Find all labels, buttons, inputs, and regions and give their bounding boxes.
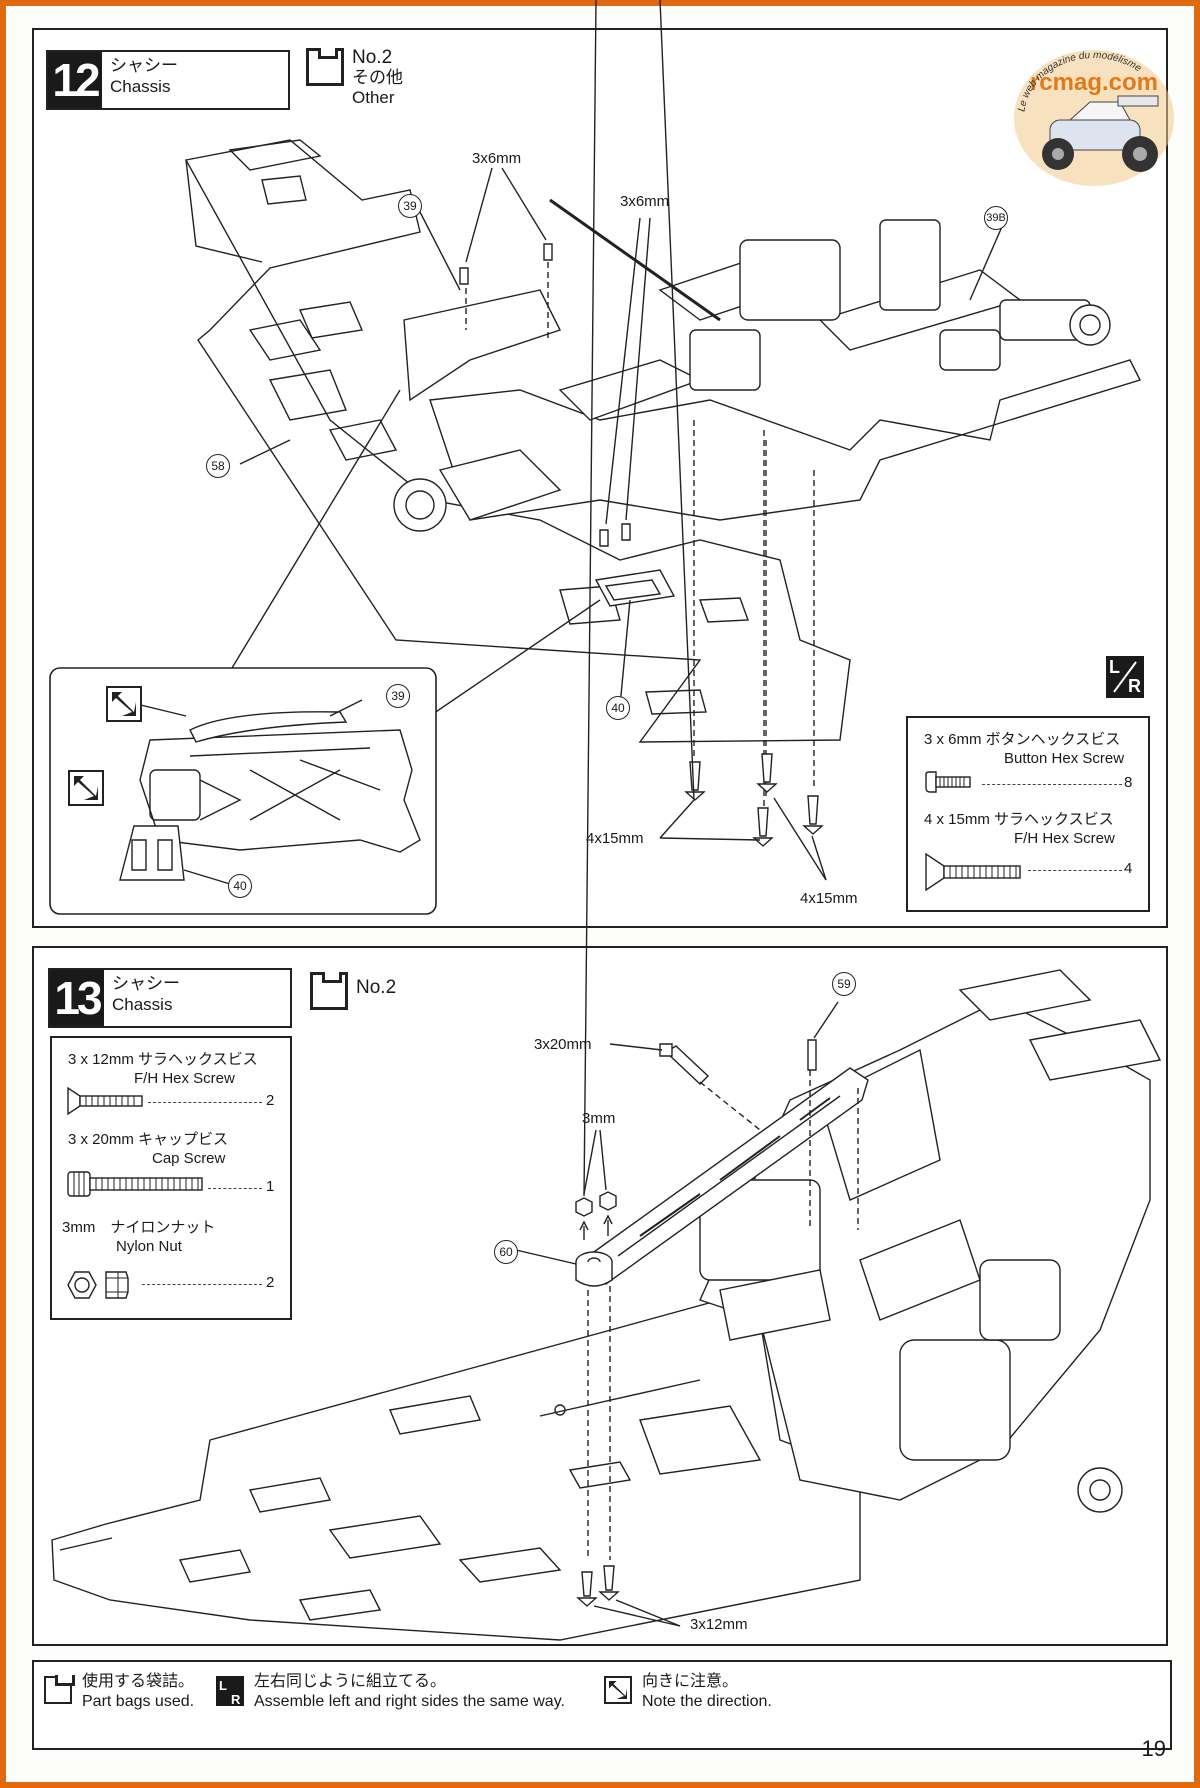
flat-head-screw-icon <box>67 1086 143 1116</box>
step-12-title-en: Chassis <box>110 77 171 96</box>
flat-head-screw-icon <box>925 852 1021 892</box>
inset-callout-39: 39 <box>386 684 410 708</box>
legend-item-jp: 3 x 6mm ボタンヘックスビス <box>924 731 1121 748</box>
step-13-bag-number: No.2 <box>356 977 397 998</box>
legend-item-jp: 4 x 15mm サラヘックスビス <box>924 811 1114 828</box>
screw-label-4x15: 4x15mm <box>800 890 858 907</box>
part-callout-39b: 39B <box>984 206 1008 230</box>
step-12-bag: No.2 その他 Other <box>306 48 403 108</box>
button-hex-screw-icon <box>925 771 971 793</box>
footer-item-bags: 使用する袋詰。 Part bags used. <box>44 1672 194 1712</box>
step-12-parts-legend: 3 x 6mm ボタンヘックスビス Button Hex Screw 8 4 x… <box>906 716 1150 912</box>
screw-label-3x6: 3x6mm <box>620 193 670 210</box>
legend-item-jp: 3 x 20mm キャップビス <box>68 1131 229 1148</box>
footer-item-direction: 向きに注意。 Note the direction. <box>604 1672 772 1712</box>
assemble-left-right-icon: L R <box>1106 656 1144 698</box>
part-bag-icon <box>310 972 348 1010</box>
legend-dash <box>142 1284 262 1285</box>
legend-item-en: Button Hex Screw <box>1004 750 1125 767</box>
screw-label-3x20: 3x20mm <box>534 1036 592 1053</box>
watermark-site-name: rcmag.com <box>1030 69 1158 96</box>
legend-item: 3 x 12mm サラヘックスビス F/H Hex Screw <box>68 1050 258 1088</box>
footer-item-jp: 左右同じように組立てる。 <box>254 1673 447 1690</box>
legend-qty: 8 <box>1124 774 1133 791</box>
step-13-number: 13 <box>50 970 104 1026</box>
step-13-title-jp: シャシー <box>112 974 180 993</box>
legend-item-en: F/H Hex Screw <box>1014 830 1115 847</box>
step-13-title: シャシー Chassis <box>104 970 188 1026</box>
legend-item-en: Nylon Nut <box>116 1238 182 1255</box>
legend-footer: 使用する袋詰。 Part bags used. L R 左右同じように組立てる。… <box>32 1660 1172 1750</box>
cap-screw-icon <box>67 1171 203 1197</box>
part-callout-58: 58 <box>206 454 230 478</box>
step-13-parts-legend: 3 x 12mm サラヘックスビス F/H Hex Screw 2 3 x 20… <box>50 1036 292 1320</box>
step-12-header: 12 シャシー Chassis <box>46 50 290 110</box>
footer-item-en: Assemble left and right sides the same w… <box>254 1693 565 1710</box>
inset-callout-40: 40 <box>228 874 252 898</box>
screw-label-3x6: 3x6mm <box>472 150 522 167</box>
legend-item: 3 x 6mm ボタンヘックスビス Button Hex Screw <box>924 730 1124 768</box>
part-callout-59: 59 <box>832 972 856 996</box>
legend-dash <box>148 1102 262 1103</box>
step-12-title-jp: シャシー <box>110 56 178 75</box>
legend-item: 4 x 15mm サラヘックスビス F/H Hex Screw <box>924 810 1115 848</box>
part-bag-icon <box>44 1675 75 1704</box>
part-callout-39: 39 <box>398 194 422 218</box>
step-13-title-en: Chassis <box>112 995 173 1014</box>
footer-item-en: Note the direction. <box>642 1693 772 1710</box>
step-12-bag-en: Other <box>352 88 395 107</box>
note-direction-icon <box>68 770 104 806</box>
legend-item-jp: 3 x 12mm サラヘックスビス <box>68 1051 258 1068</box>
legend-item-jp: 3mm ナイロンナット <box>62 1219 216 1236</box>
step-12-bag-jp: その他 <box>352 68 403 87</box>
note-direction-icon <box>106 686 142 722</box>
part-bag-icon <box>306 48 344 86</box>
page-number: 19 <box>1141 1736 1166 1761</box>
part-callout-40: 40 <box>606 696 630 720</box>
nylon-nut-icon <box>67 1271 129 1299</box>
buggy-icon <box>1042 95 1159 172</box>
step-12-title: シャシー Chassis <box>102 52 186 108</box>
rcmag-watermark-logo: rcmag.com Le web magazine du modélisme <box>1014 50 1174 186</box>
step-13-bag: No.2 <box>310 972 396 1010</box>
legend-qty: 4 <box>1124 860 1133 877</box>
nut-label-3mm: 3mm <box>582 1110 616 1127</box>
screw-label-4x15: 4x15mm <box>586 830 644 847</box>
footer-item-left-right: L R 左右同じように組立てる。 Assemble left and right… <box>216 1672 565 1712</box>
step-12-number: 12 <box>48 52 102 108</box>
part-callout-60: 60 <box>494 1240 518 1264</box>
legend-item-en: Cap Screw <box>152 1150 226 1167</box>
legend-item: 3 x 20mm キャップビス Cap Screw <box>68 1130 228 1168</box>
screw-3x6-icon <box>460 244 630 546</box>
note-direction-icon <box>604 1676 632 1704</box>
step-13-header: 13 シャシー Chassis <box>48 968 292 1028</box>
legend-qty: 2 <box>266 1092 275 1109</box>
footer-item-en: Part bags used. <box>82 1693 195 1710</box>
legend-dash <box>1028 870 1122 871</box>
assemble-left-right-icon: L R <box>216 1676 244 1707</box>
screw-label-3x12: 3x12mm <box>690 1616 748 1633</box>
footer-item-jp: 向きに注意。 <box>642 1673 739 1690</box>
legend-item-en: F/H Hex Screw <box>134 1070 235 1087</box>
legend-item: 3mm ナイロンナット Nylon Nut <box>62 1218 215 1256</box>
footer-item-jp: 使用する袋詰。 <box>82 1673 195 1690</box>
legend-dash <box>982 784 1122 785</box>
legend-qty: 2 <box>266 1274 275 1291</box>
step-12-bag-number: No.2 <box>352 47 393 68</box>
legend-dash <box>208 1188 262 1189</box>
legend-qty: 1 <box>266 1178 275 1195</box>
